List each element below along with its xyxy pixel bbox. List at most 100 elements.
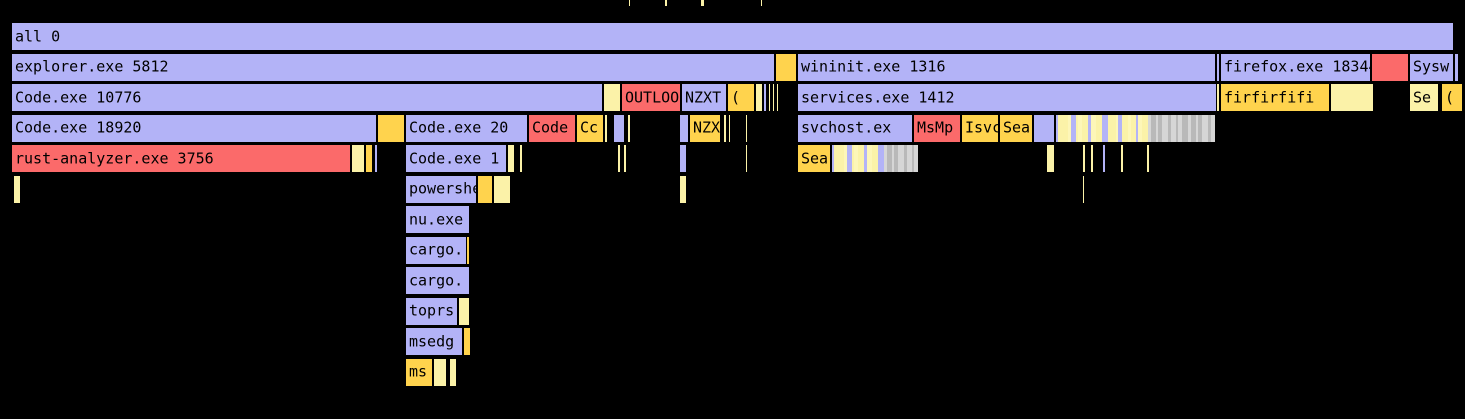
flame-frame[interactable] xyxy=(493,174,511,204)
flame-frame[interactable] xyxy=(477,174,493,204)
flame-frame-wininit-exe-1316[interactable]: wininit.exe 1316 xyxy=(797,52,1216,82)
flame-frame[interactable] xyxy=(679,113,689,143)
flame-frame[interactable] xyxy=(1371,52,1409,82)
flame-frame[interactable] xyxy=(1082,174,1085,204)
flame-frame-powershe[interactable]: powershe xyxy=(405,174,477,204)
flame-frame[interactable] xyxy=(1216,52,1220,82)
flame-frame-nzx[interactable]: NZX xyxy=(689,113,721,143)
flame-frame[interactable] xyxy=(763,83,767,112)
flame-frame-msmp[interactable]: MsMp xyxy=(913,113,961,143)
flame-frame-label: powershe xyxy=(409,179,477,198)
flame-frame-toprs[interactable]: toprs. xyxy=(405,296,458,326)
flame-frame[interactable] xyxy=(13,174,21,204)
flame-frame-clipped[interactable] xyxy=(700,0,705,7)
flame-frame[interactable] xyxy=(1216,83,1220,112)
flame-frame-label: Code.exe 10776 xyxy=(15,88,142,106)
flame-frame[interactable] xyxy=(374,144,378,173)
flame-frame[interactable] xyxy=(1046,144,1055,173)
flame-frame-label: Code.exe 1 xyxy=(409,149,500,167)
flame-frame-label: all 0 xyxy=(15,27,61,45)
flame-frame-nu-exe[interactable]: nu.exe xyxy=(405,205,470,234)
flame-frame[interactable] xyxy=(1146,144,1150,173)
flame-frame[interactable] xyxy=(768,83,771,112)
flame-frame-label: firfirfifi xyxy=(1224,88,1315,106)
flame-frame[interactable] xyxy=(1120,144,1124,173)
flame-frame[interactable] xyxy=(1330,83,1374,112)
flame-frame-label: explorer.exe 5812 xyxy=(15,57,169,76)
flame-frame[interactable] xyxy=(351,144,365,173)
flame-frame-clipped[interactable] xyxy=(760,0,763,7)
flame-frame[interactable] xyxy=(755,83,763,112)
flame-frame-isvc[interactable]: Isvc xyxy=(961,113,999,143)
flame-frame-sysw[interactable]: Sysw xyxy=(1409,52,1454,82)
flame-frame[interactable] xyxy=(1055,113,1216,143)
flame-frame-firfirfifi[interactable]: firfirfifi xyxy=(1220,83,1330,112)
flame-frame-label: services.exe 1412 xyxy=(801,88,955,106)
flame-frame-label: toprs. xyxy=(409,301,458,320)
flame-frame-code[interactable]: Code xyxy=(528,113,576,143)
flame-frame[interactable] xyxy=(679,144,687,173)
flame-frame[interactable] xyxy=(1090,144,1094,173)
flame-frame-cargo[interactable]: cargo. xyxy=(405,235,470,265)
flame-frame[interactable] xyxy=(1033,113,1055,143)
flame-frame-sea[interactable]: Sea xyxy=(999,113,1033,143)
flame-frame-label: Sysw xyxy=(1413,57,1450,76)
flame-frame-label: ( xyxy=(731,88,741,106)
flame-frame[interactable] xyxy=(1454,52,1459,82)
flame-frame[interactable] xyxy=(617,144,621,173)
flame-frame[interactable] xyxy=(627,113,631,143)
flame-frame[interactable] xyxy=(604,113,608,143)
flame-frame[interactable] xyxy=(377,113,405,143)
flame-frame-outloo[interactable]: OUTLOO xyxy=(621,83,681,112)
flame-frame-cc[interactable]: Cc xyxy=(576,113,604,143)
flame-frame-code-exe-18920[interactable]: Code.exe 18920 xyxy=(11,113,377,143)
flame-frame-rust-analyzer-exe-3756[interactable]: rust-analyzer.exe 3756 xyxy=(11,144,351,173)
flame-frame[interactable] xyxy=(1082,144,1086,173)
flame-frame-code-exe-20[interactable]: Code.exe 20 xyxy=(405,113,528,143)
flame-frame-label: wininit.exe 1316 xyxy=(801,57,946,76)
flame-frame-label: Code.exe 18920 xyxy=(15,118,142,137)
flame-frame[interactable] xyxy=(463,327,471,356)
flame-frame[interactable] xyxy=(458,296,470,326)
flame-frame-msedg[interactable]: msedg xyxy=(405,327,463,356)
flame-frame[interactable] xyxy=(723,113,727,143)
flame-frame[interactable] xyxy=(1102,144,1106,173)
flame-frame-services-exe-1412[interactable]: services.exe 1412 xyxy=(797,83,1245,112)
flame-frame[interactable] xyxy=(507,144,515,173)
flame-frame[interactable] xyxy=(603,83,621,112)
flame-frame-code-exe-10776[interactable]: Code.exe 10776 xyxy=(11,83,603,112)
flame-frame-clipped[interactable] xyxy=(628,0,631,7)
flame-frame[interactable] xyxy=(623,144,627,173)
flame-frame[interactable] xyxy=(831,144,919,173)
flame-frame[interactable] xyxy=(433,357,447,387)
flame-frame-svchost-ex[interactable]: svchost.ex xyxy=(797,113,913,143)
flame-frame[interactable] xyxy=(745,113,748,143)
flame-frame[interactable] xyxy=(519,144,523,173)
flame-frame-[interactable]: ( xyxy=(1441,83,1463,112)
flame-frame[interactable] xyxy=(466,235,470,265)
flame-frame[interactable] xyxy=(365,144,373,173)
flame-frame-label: ms xyxy=(409,362,428,381)
flame-frame[interactable] xyxy=(776,83,779,112)
flame-frame[interactable] xyxy=(728,113,731,143)
flame-frame-firefox-exe-18344[interactable]: firefox.exe 18344 xyxy=(1220,52,1371,82)
flame-frame-clipped[interactable] xyxy=(664,0,668,7)
flame-frame[interactable] xyxy=(745,144,748,173)
flame-frame-all-0[interactable]: all 0 xyxy=(11,22,1454,51)
flame-frame-ms[interactable]: ms xyxy=(405,357,433,387)
flame-frame-explorer-exe-5812[interactable]: explorer.exe 5812 xyxy=(11,52,775,82)
flame-frame[interactable] xyxy=(613,113,625,143)
flame-frame[interactable] xyxy=(449,357,457,387)
flame-frame-code-exe-1[interactable]: Code.exe 1 xyxy=(405,144,507,173)
flame-frame-se[interactable]: Se xyxy=(1409,83,1439,112)
flame-frame[interactable] xyxy=(775,52,797,82)
flame-frame[interactable] xyxy=(679,174,687,204)
flame-frame-[interactable]: ( xyxy=(727,83,755,112)
flame-frame-sea[interactable]: Sea xyxy=(797,144,831,173)
flame-frame-label: rust-analyzer.exe 3756 xyxy=(15,149,214,167)
flame-frame[interactable] xyxy=(772,83,775,112)
flame-frame-nzxt[interactable]: NZXT xyxy=(681,83,727,112)
flame-frame-label: cargo. xyxy=(409,240,464,259)
flame-frame-cargo[interactable]: cargo. xyxy=(405,266,470,295)
